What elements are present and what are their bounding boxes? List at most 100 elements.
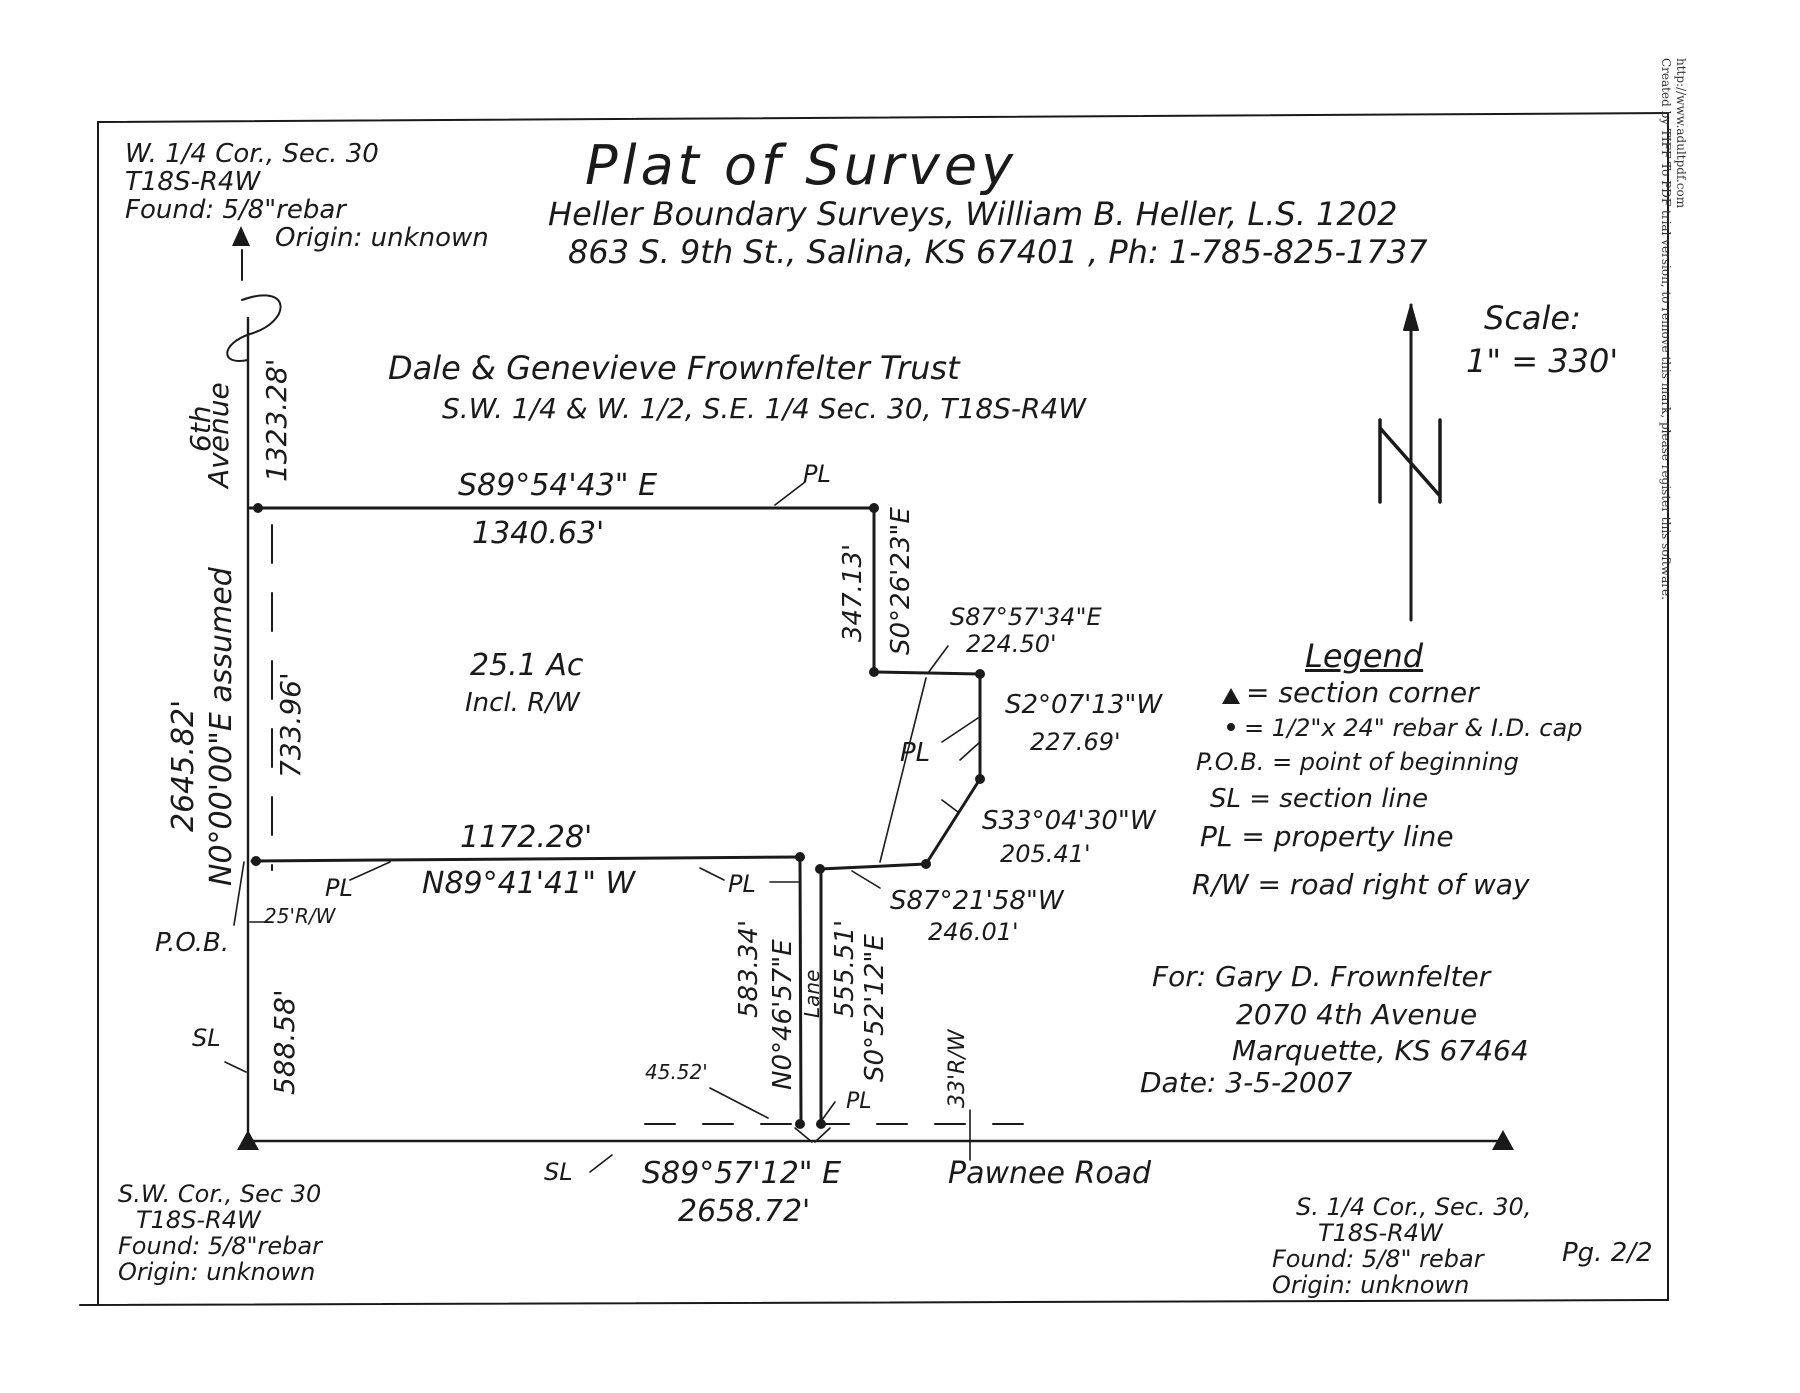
legend-title: Legend [1305, 637, 1424, 675]
street-west-avenue: Avenue [202, 382, 235, 488]
seg5-boundary [818, 862, 928, 871]
page-number: Pg. 2/2 [1562, 1238, 1653, 1268]
client-for: For: Gary D. Frownfelter [1152, 960, 1491, 993]
pl-arrow-south-w [349, 861, 391, 881]
south-parcel-distance: 1172.28' [460, 820, 593, 855]
rebar-lane-w [795, 1119, 805, 1129]
plat-title: Plat of Survey [585, 134, 1018, 197]
legend-triangle [1222, 688, 1240, 704]
rebar-pob [251, 856, 261, 866]
west-lower-distance: 588.58' [268, 989, 301, 1095]
pl-arrow-seg3b [959, 741, 981, 761]
rebar-5 [921, 859, 931, 869]
area-incl-rw: Incl. R/W [465, 688, 580, 718]
section-corner-sw [237, 1130, 259, 1150]
seg4-boundary [924, 777, 982, 866]
surveyor-line-1: Heller Boundary Surveys, William B. Hell… [548, 195, 1398, 233]
owner-description: S.W. 1/4 & W. 1/2, S.E. 1/4 Sec. 30, T18… [442, 392, 1086, 425]
lane-label: Lane [800, 969, 824, 1018]
sl-label-west: SL [192, 1024, 221, 1052]
rebar-4 [975, 774, 985, 784]
owner-name: Dale & Genevieve Frownfelter Trust [388, 349, 960, 387]
area-acres: 25.1 Ac [470, 648, 584, 683]
seg2-boundary [872, 670, 982, 676]
seg2-distance: 224.50' [966, 630, 1057, 658]
lane-foot-arrows [794, 1127, 831, 1143]
lane-west-line [798, 855, 803, 1126]
sl-label-south: SL [544, 1158, 573, 1186]
sw-corner-line-3: Found: 5/8"rebar [118, 1231, 322, 1260]
rebar-7 [795, 852, 805, 862]
seg3-bearing: S2°07'13"W [1005, 690, 1163, 720]
seg5-distance: 246.01' [928, 918, 1019, 946]
se-corner-line-2: T18S-R4W [1318, 1218, 1443, 1247]
watermark-url: http://www.adultpdf.com [1674, 58, 1688, 209]
rw-33-label: 33'R/W [945, 1029, 970, 1109]
pl-label-seg4: PL [900, 738, 931, 768]
legend-item-rw: R/W = road right of way [1192, 868, 1530, 901]
nw-corner-note: W. 1/4 Cor., Sec. 30 T18S-R4W Found: 5/8… [125, 140, 489, 252]
nw-corner-line-3: Found: 5/8"rebar [125, 195, 346, 226]
se-corner-line-1: S. 1/4 Cor., Sec. 30, [1296, 1193, 1532, 1221]
sl-arrow-south [589, 1154, 613, 1173]
north-distance: 1340.63' [472, 516, 605, 551]
client-date: Date: 3-5-2007 [1140, 1066, 1353, 1099]
se-corner-note: S. 1/4 Cor., Sec. 30, T18S-R4W Found: 5/… [1272, 1193, 1532, 1299]
rebar-nw [253, 503, 263, 513]
rebar-2 [869, 667, 879, 677]
seg4-distance: 205.41' [1000, 840, 1091, 868]
sw-corner-line-2: T18S-R4W [136, 1205, 261, 1234]
south-distance: 2658.72' [678, 1194, 811, 1229]
lane-east-distance: 555.51' [830, 919, 860, 1018]
seg5-bearing: S87°21'58"W [890, 886, 1064, 916]
west-upper-distance: 1323.28' [260, 358, 293, 482]
legend-item-pob: P.O.B. = point of beginning [1196, 748, 1519, 776]
pl-label-south-w: PL [325, 874, 353, 902]
se-corner-line-4: Origin: unknown [1272, 1270, 1470, 1299]
east1-distance: 347.13' [838, 543, 868, 642]
legend-item-section-corner: = section corner [1246, 676, 1479, 709]
scale-value: 1" = 330' [1466, 342, 1619, 380]
west-parcel-distance: 733.96' [274, 672, 307, 778]
nw-corner-line-2: T18S-R4W [125, 167, 261, 198]
legend-dot [1227, 723, 1235, 731]
sw-corner-line-1: S.W. Cor., Sec 30 [118, 1180, 322, 1208]
legend-item-sl: SL = section line [1210, 784, 1429, 814]
pl-label-south-e: PL [728, 870, 756, 898]
pl-label-north: PL [803, 460, 831, 488]
lane-offset: 45.52' [645, 1060, 708, 1084]
west-total-distance: 2645.82' [166, 699, 201, 832]
sw-corner-line-4: Origin: unknown [118, 1257, 316, 1286]
client-city: Marquette, KS 67464 [1232, 1034, 1529, 1067]
nw-corner-line-4: Origin: unknown [275, 223, 489, 254]
nw-corner-line-1: W. 1/4 Cor., Sec. 30 [125, 139, 379, 169]
south-bearing: S89°57'12" E [642, 1156, 842, 1191]
client-address: 2070 4th Avenue [1236, 998, 1478, 1031]
pl-arrow-south-e [699, 867, 725, 881]
seg2-bearing: S87°57'34"E [950, 603, 1102, 631]
north-arrow-head [1403, 304, 1419, 331]
south-parcel-boundary [250, 855, 802, 863]
pob-arrow [233, 861, 245, 926]
se-corner-line-3: Found: 5/8" rebar [1272, 1244, 1484, 1273]
frame-bottom [79, 1299, 1669, 1306]
pl-arrow-seg4 [879, 677, 927, 863]
section-corner-se [1492, 1130, 1514, 1150]
seg3-distance: 227.69' [1030, 728, 1121, 756]
pl-arrow-seg3 [941, 717, 979, 743]
north-arrow-n [1378, 418, 1442, 504]
rebar-lane-e [816, 1119, 826, 1129]
surveyor-line-2: 863 S. 9th St., Salina, KS 67401 , Ph: 1… [568, 233, 1428, 271]
pl-arrow-seg5 [851, 870, 881, 889]
sw-corner-note: S.W. Cor., Sec 30 T18S-R4W Found: 5/8"re… [118, 1180, 322, 1286]
east1-bearing: S0°26'23"E [886, 507, 916, 655]
pl-arrow-lane-s [821, 1101, 836, 1121]
seg4-bearing: S33°04'30"W [982, 806, 1156, 836]
rebar-ne [869, 503, 879, 513]
pob-label: P.O.B. [155, 928, 230, 958]
sl-arrow-west [224, 1061, 247, 1073]
frame-top [97, 112, 1669, 123]
lane-offset-arrow [709, 1087, 769, 1119]
section-corner-nw [232, 226, 250, 246]
west-bearing: N0°00'00"E assumed [204, 567, 239, 886]
